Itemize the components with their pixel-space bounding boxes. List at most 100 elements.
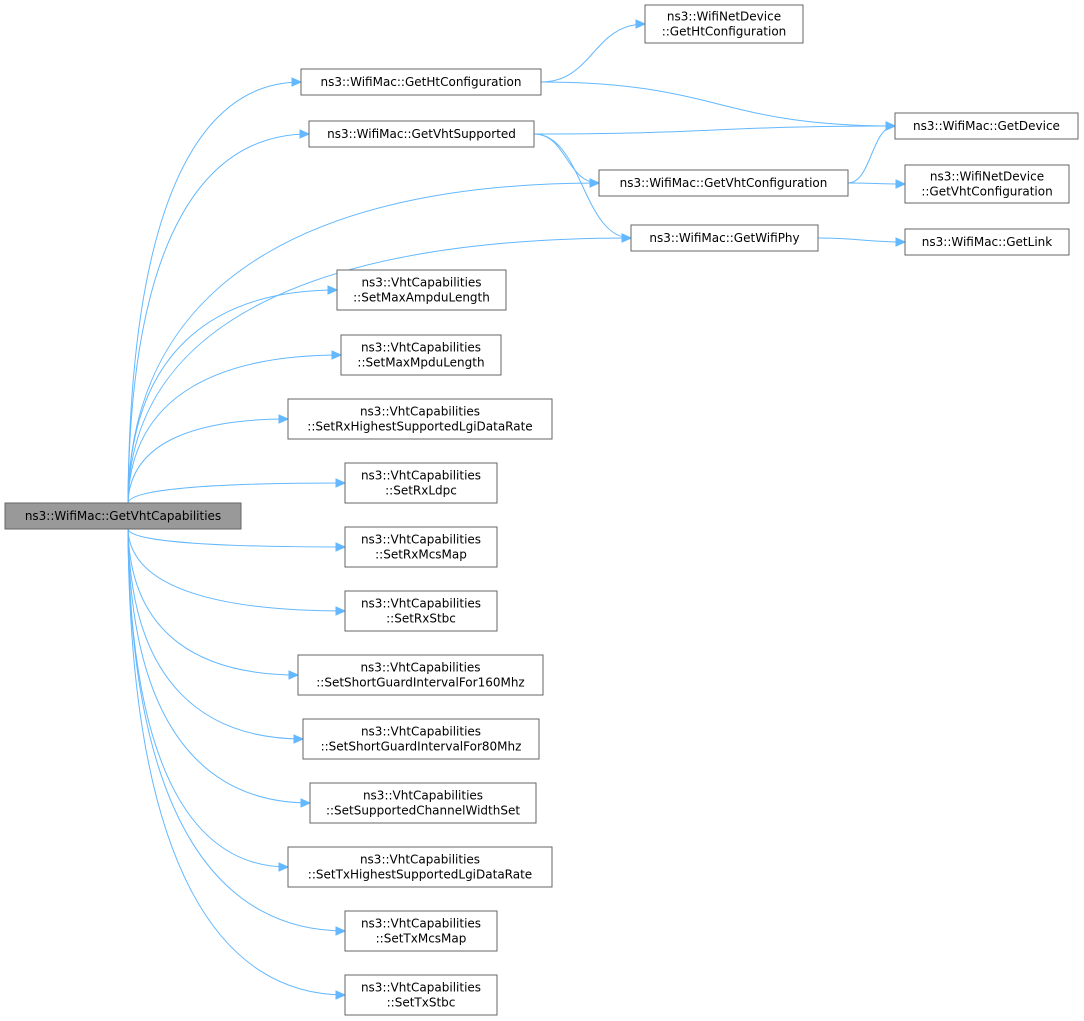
node-box bbox=[309, 782, 537, 824]
edge-get-ht-configuration-to-net-dev-get-ht-configuration bbox=[540, 23, 646, 83]
edge-get-vht-supported-to-get-wifi-phy-arrowhead bbox=[621, 233, 633, 243]
edge-root-to-set-rx-stbc bbox=[127, 528, 346, 612]
edge-root-to-get-vht-supported bbox=[127, 133, 310, 504]
node-label-line: ns3::VhtCapabilities bbox=[361, 917, 481, 931]
node-get-link[interactable]: ns3::WifiMac::GetLink bbox=[904, 228, 1070, 256]
node-set-max-mpdu-length[interactable]: ns3::VhtCapabilities::SetMaxMpduLength bbox=[340, 334, 502, 376]
node-box bbox=[904, 228, 1070, 256]
node-set-tx-mcs-map[interactable]: ns3::VhtCapabilities::SetTxMcsMap bbox=[344, 910, 498, 952]
node-net-dev-get-vht-configuration[interactable]: ns3::WifiNetDevice::GetVhtConfiguration bbox=[904, 164, 1070, 204]
edge-root-to-get-vht-supported-arrowhead bbox=[299, 129, 311, 139]
node-box bbox=[302, 718, 540, 760]
node-label-line: ::SetSupportedChannelWidthSet bbox=[326, 804, 520, 818]
node-label-line: ns3::WifiMac::GetWifiPhy bbox=[649, 231, 799, 245]
node-box bbox=[336, 269, 507, 311]
node-box bbox=[4, 502, 242, 530]
edge-get-vht-supported-to-get-device bbox=[533, 125, 896, 135]
node-label-line: ::SetShortGuardIntervalFor160Mhz bbox=[316, 676, 524, 690]
node-set-rx-mcs-map[interactable]: ns3::VhtCapabilities::SetRxMcsMap bbox=[344, 526, 498, 568]
node-label-line: ns3::VhtCapabilities bbox=[361, 981, 481, 995]
node-label-line: ::SetRxLdpc bbox=[385, 484, 457, 498]
node-label-line: ::SetRxHighestSupportedLgiDataRate bbox=[307, 420, 532, 434]
node-set-rx-highest-lgi[interactable]: ns3::VhtCapabilities::SetRxHighestSuppor… bbox=[287, 398, 553, 440]
node-box bbox=[644, 4, 804, 44]
edge-root-to-get-ht-configuration bbox=[127, 81, 302, 504]
edge-get-vht-supported-to-get-vht-configuration-arrowhead bbox=[589, 178, 601, 188]
node-box bbox=[308, 120, 535, 148]
node-set-max-ampdu-length[interactable]: ns3::VhtCapabilities::SetMaxAmpduLength bbox=[336, 269, 507, 311]
edge-get-wifi-phy-to-get-link-arrowhead bbox=[895, 237, 907, 247]
node-box bbox=[344, 462, 498, 504]
node-get-wifi-phy[interactable]: ns3::WifiMac::GetWifiPhy bbox=[630, 224, 819, 252]
node-label-line: ::SetMaxMpduLength bbox=[357, 356, 484, 370]
edge-root-to-set-max-mpdu-length bbox=[127, 354, 342, 504]
node-get-ht-configuration[interactable]: ns3::WifiMac::GetHtConfiguration bbox=[300, 68, 542, 96]
node-set-sgi160[interactable]: ns3::VhtCapabilities::SetShortGuardInter… bbox=[297, 654, 544, 696]
node-get-vht-supported[interactable]: ns3::WifiMac::GetVhtSupported bbox=[308, 120, 535, 148]
node-set-rx-stbc[interactable]: ns3::VhtCapabilities::SetRxStbc bbox=[344, 590, 498, 632]
node-box bbox=[344, 526, 498, 568]
edge-get-vht-supported-to-get-vht-configuration bbox=[533, 133, 600, 184]
node-label-line: ::SetTxHighestSupportedLgiDataRate bbox=[308, 868, 532, 882]
node-label-line: ns3::VhtCapabilities bbox=[363, 789, 483, 803]
node-box bbox=[598, 169, 849, 197]
edge-root-to-set-tx-stbc-arrowhead bbox=[335, 990, 347, 1000]
node-get-device[interactable]: ns3::WifiMac::GetDevice bbox=[894, 112, 1079, 140]
node-label-line: ::SetTxMcsMap bbox=[376, 932, 467, 946]
edge-root-to-set-rx-stbc-arrowhead bbox=[335, 606, 347, 616]
node-root[interactable]: ns3::WifiMac::GetVhtCapabilities bbox=[4, 502, 242, 530]
node-label-line: ns3::VhtCapabilities bbox=[361, 533, 481, 547]
node-label-line: ns3::WifiMac::GetHtConfiguration bbox=[321, 75, 522, 89]
nodes-layer: ns3::WifiMac::GetVhtCapabilities ns3::Wif… bbox=[4, 4, 1079, 1016]
edge-root-to-set-sgi160 bbox=[127, 528, 299, 676]
edge-get-wifi-phy-to-get-link bbox=[817, 237, 906, 243]
node-label-line: ns3::WifiNetDevice bbox=[930, 170, 1044, 184]
node-label-line: ::GetVhtConfiguration bbox=[921, 185, 1052, 199]
node-label-line: ns3::VhtCapabilities bbox=[361, 725, 481, 739]
node-set-sgi80[interactable]: ns3::VhtCapabilities::SetShortGuardInter… bbox=[302, 718, 540, 760]
node-get-vht-configuration[interactable]: ns3::WifiMac::GetVhtConfiguration bbox=[598, 169, 849, 197]
node-label-line: ns3::VhtCapabilities bbox=[361, 597, 481, 611]
edge-root-to-set-rx-highest-lgi bbox=[127, 418, 289, 504]
node-set-channel-width-set[interactable]: ns3::VhtCapabilities::SetSupportedChanne… bbox=[309, 782, 537, 824]
edge-root-to-set-channel-width-set bbox=[127, 528, 311, 804]
node-set-tx-stbc[interactable]: ns3::VhtCapabilities::SetTxStbc bbox=[344, 974, 498, 1016]
edge-root-to-set-max-ampdu-length-arrowhead bbox=[327, 285, 339, 295]
edge-root-to-set-channel-width-set-arrowhead bbox=[300, 798, 312, 808]
node-net-dev-get-ht-configuration[interactable]: ns3::WifiNetDevice::GetHtConfiguration bbox=[644, 4, 804, 44]
node-box bbox=[630, 224, 819, 252]
edge-root-to-set-sgi160-arrowhead bbox=[288, 670, 300, 680]
node-box bbox=[297, 654, 544, 696]
node-label-line: ns3::WifiMac::GetVhtSupported bbox=[327, 127, 516, 141]
node-box bbox=[344, 974, 498, 1016]
edge-get-vht-supported-to-get-wifi-phy bbox=[533, 133, 632, 239]
node-label-line: ::GetHtConfiguration bbox=[662, 25, 787, 39]
edge-root-to-set-max-ampdu-length bbox=[127, 289, 338, 504]
node-label-line: ns3::WifiNetDevice bbox=[667, 10, 781, 24]
edge-root-to-set-tx-stbc bbox=[127, 528, 346, 996]
edge-root-to-set-rx-mcs-map bbox=[127, 528, 346, 548]
node-label-line: ns3::VhtCapabilities bbox=[361, 341, 481, 355]
node-box bbox=[287, 846, 553, 888]
node-label-line: ns3::VhtCapabilities bbox=[360, 405, 480, 419]
node-set-rx-ldpc[interactable]: ns3::VhtCapabilities::SetRxLdpc bbox=[344, 462, 498, 504]
edge-root-to-set-rx-mcs-map-arrowhead bbox=[335, 542, 347, 552]
node-label-line: ns3::WifiMac::GetVhtCapabilities bbox=[25, 509, 221, 523]
edge-root-to-set-sgi80-arrowhead bbox=[293, 734, 305, 744]
node-label-line: ns3::VhtCapabilities bbox=[360, 661, 480, 675]
node-box bbox=[300, 68, 542, 96]
node-label-line: ns3::VhtCapabilities bbox=[361, 276, 481, 290]
node-set-tx-highest-lgi[interactable]: ns3::VhtCapabilities::SetTxHighestSuppor… bbox=[287, 846, 553, 888]
node-label-line: ::SetRxStbc bbox=[386, 612, 456, 626]
edges-layer bbox=[127, 19, 907, 1000]
node-label-line: ns3::WifiMac::GetVhtConfiguration bbox=[620, 176, 828, 190]
edge-root-to-get-ht-configuration-arrowhead bbox=[291, 77, 303, 87]
node-label-line: ::SetRxMcsMap bbox=[375, 548, 467, 562]
edge-get-ht-configuration-to-get-device bbox=[540, 81, 896, 127]
node-label-line: ::SetShortGuardIntervalFor80Mhz bbox=[321, 740, 522, 754]
node-label-line: ns3::VhtCapabilities bbox=[360, 853, 480, 867]
node-box bbox=[344, 590, 498, 632]
edge-root-to-set-sgi80 bbox=[127, 528, 304, 740]
edge-root-to-set-rx-highest-lgi-arrowhead bbox=[278, 414, 290, 424]
